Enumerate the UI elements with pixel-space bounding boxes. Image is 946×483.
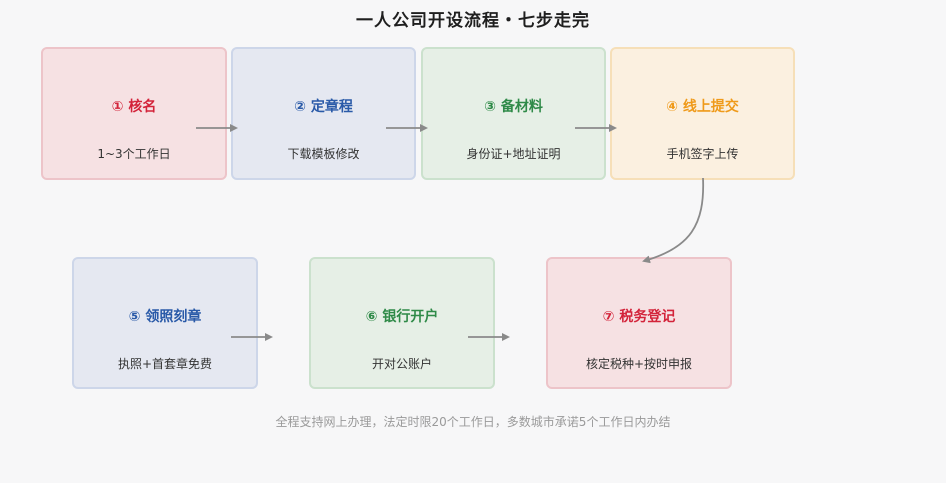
step-description: 手机签字上传 <box>666 147 739 161</box>
step-title: ② 定章程 <box>294 99 353 115</box>
step-articles: ② 定章程 下载模板修改 <box>231 47 416 180</box>
step-online-submit: ④ 线上提交 手机签字上传 <box>610 47 795 180</box>
step-description: 开对公账户 <box>371 357 432 371</box>
step-title: ① 核名 <box>111 99 157 115</box>
arrow-step4-to-step7 <box>642 177 705 264</box>
step-title: ⑤ 领照刻章 <box>128 309 202 325</box>
step-title: ③ 备材料 <box>484 99 543 115</box>
footer-note: 全程支持网上办理，法定时限20个工作日，多数城市承诺5个工作日内办结 <box>275 415 671 429</box>
step-bank-account: ⑥ 银行开户 开对公账户 <box>309 257 495 389</box>
step-tax-registration: ⑦ 税务登记 核定税种+按时申报 <box>546 257 732 389</box>
step-name-check: ① 核名 1~3个工作日 <box>41 47 227 180</box>
step-description: 执照+首套章免费 <box>117 357 213 371</box>
step-title: ④ 线上提交 <box>666 99 739 115</box>
page-title: 一人公司开设流程・七步走完 <box>356 11 590 31</box>
step-materials: ③ 备材料 身份证+地址证明 <box>421 47 606 180</box>
step-description: 身份证+地址证明 <box>466 147 561 161</box>
step-title: ⑥ 银行开户 <box>365 309 439 325</box>
step-description: 下载模板修改 <box>287 147 360 161</box>
step-title: ⑦ 税务登记 <box>602 309 676 325</box>
step-description: 1~3个工作日 <box>97 147 171 161</box>
step-description: 核定税种+按时申报 <box>585 357 693 371</box>
step-license-seal: ⑤ 领照刻章 执照+首套章免费 <box>72 257 258 389</box>
